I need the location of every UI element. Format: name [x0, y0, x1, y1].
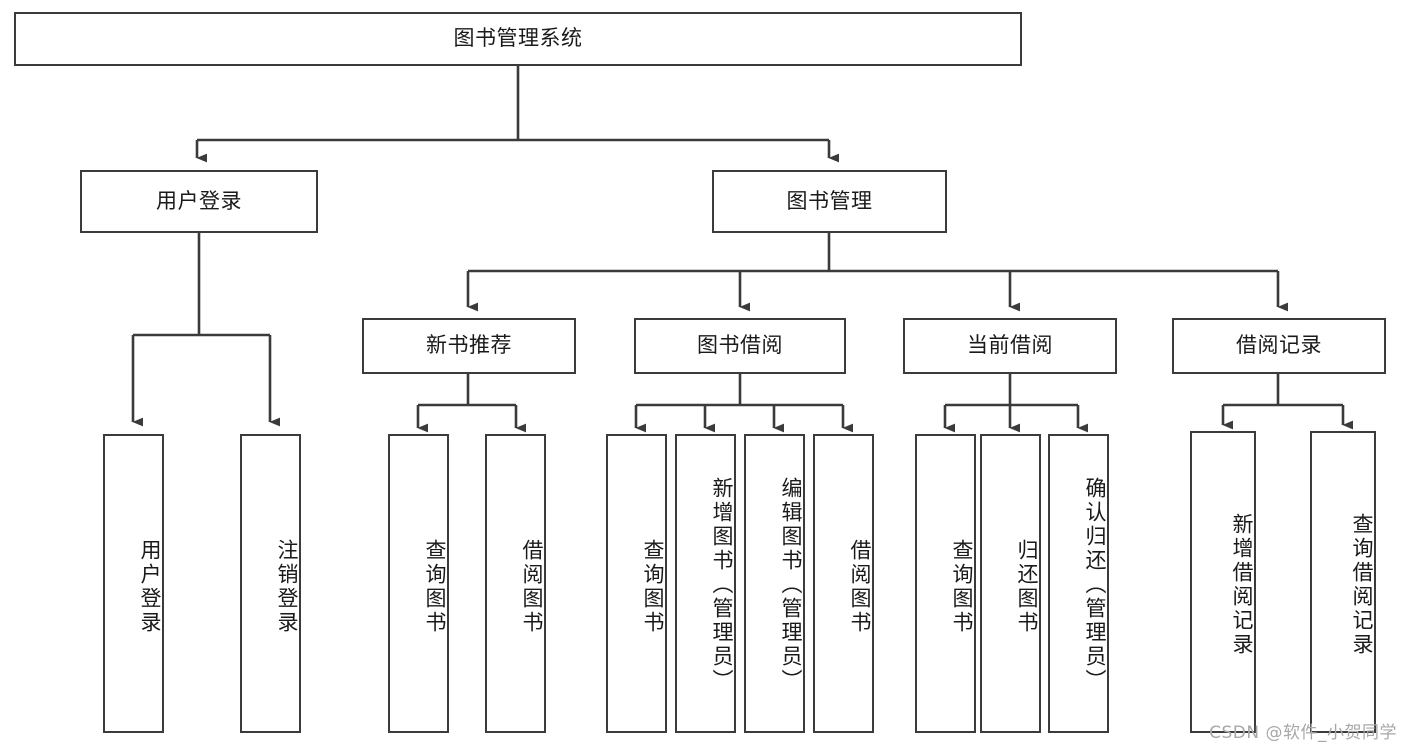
node-book-management[interactable]: 图书管理	[712, 170, 947, 233]
node-user-login[interactable]: 用户登录	[80, 170, 318, 233]
node-label: 用户登录	[138, 538, 162, 635]
node-root-book-management-system[interactable]: 图书管理系统	[14, 12, 1022, 66]
node-label: 图书管理系统	[453, 26, 583, 51]
leaf-borrow-record-query-record[interactable]: 查询借阅记录	[1310, 431, 1376, 733]
node-label: 借阅记录	[1236, 333, 1322, 358]
node-label: 归还图书	[1015, 538, 1039, 635]
leaf-book-borrow-borrow-book[interactable]: 借阅图书	[813, 434, 874, 733]
leaf-user-login-sign-out[interactable]: 注销登录	[240, 434, 301, 733]
leaf-user-login-sign-in[interactable]: 用户登录	[103, 434, 164, 733]
leaf-book-borrow-edit-book-admin[interactable]: 编辑图书（管理员）	[744, 434, 805, 733]
node-label: 图书借阅	[697, 333, 783, 358]
csdn-watermark: CSDN @软件_小贺同学	[1209, 723, 1397, 743]
leaf-current-borrow-confirm-return-admin[interactable]: 确认归还（管理员）	[1048, 434, 1109, 733]
leaf-current-borrow-return-book[interactable]: 归还图书	[980, 434, 1041, 733]
node-label: 确认归还（管理员）	[1083, 476, 1107, 693]
node-new-book-recommendation[interactable]: 新书推荐	[362, 318, 576, 374]
node-label: 借阅图书	[848, 538, 872, 635]
node-label: 新增借阅记录	[1230, 513, 1254, 657]
node-label: 用户登录	[156, 188, 242, 213]
node-label: 图书管理	[786, 188, 873, 213]
leaf-book-borrow-add-book-admin[interactable]: 新增图书（管理员）	[675, 434, 736, 733]
node-borrowing-record[interactable]: 借阅记录	[1172, 318, 1386, 374]
node-label: 查询借阅记录	[1350, 513, 1374, 657]
node-label: 查询图书	[423, 538, 447, 635]
node-label: 新书推荐	[426, 333, 512, 358]
node-label: 借阅图书	[520, 538, 544, 635]
leaf-borrow-record-add-record[interactable]: 新增借阅记录	[1190, 431, 1256, 733]
node-current-borrowing[interactable]: 当前借阅	[903, 318, 1117, 374]
node-book-borrowing[interactable]: 图书借阅	[634, 318, 846, 374]
node-label: 查询图书	[641, 538, 665, 635]
node-label: 当前借阅	[967, 333, 1053, 358]
node-label: 编辑图书（管理员）	[779, 476, 803, 693]
node-label: 查询图书	[950, 538, 974, 635]
node-label: 注销登录	[275, 538, 299, 635]
leaf-book-borrow-query-book[interactable]: 查询图书	[606, 434, 667, 733]
node-label: 新增图书（管理员）	[710, 476, 734, 693]
leaf-new-book-borrow-book[interactable]: 借阅图书	[485, 434, 546, 733]
leaf-current-borrow-query-book[interactable]: 查询图书	[915, 434, 976, 733]
leaf-new-book-query-book[interactable]: 查询图书	[388, 434, 449, 733]
